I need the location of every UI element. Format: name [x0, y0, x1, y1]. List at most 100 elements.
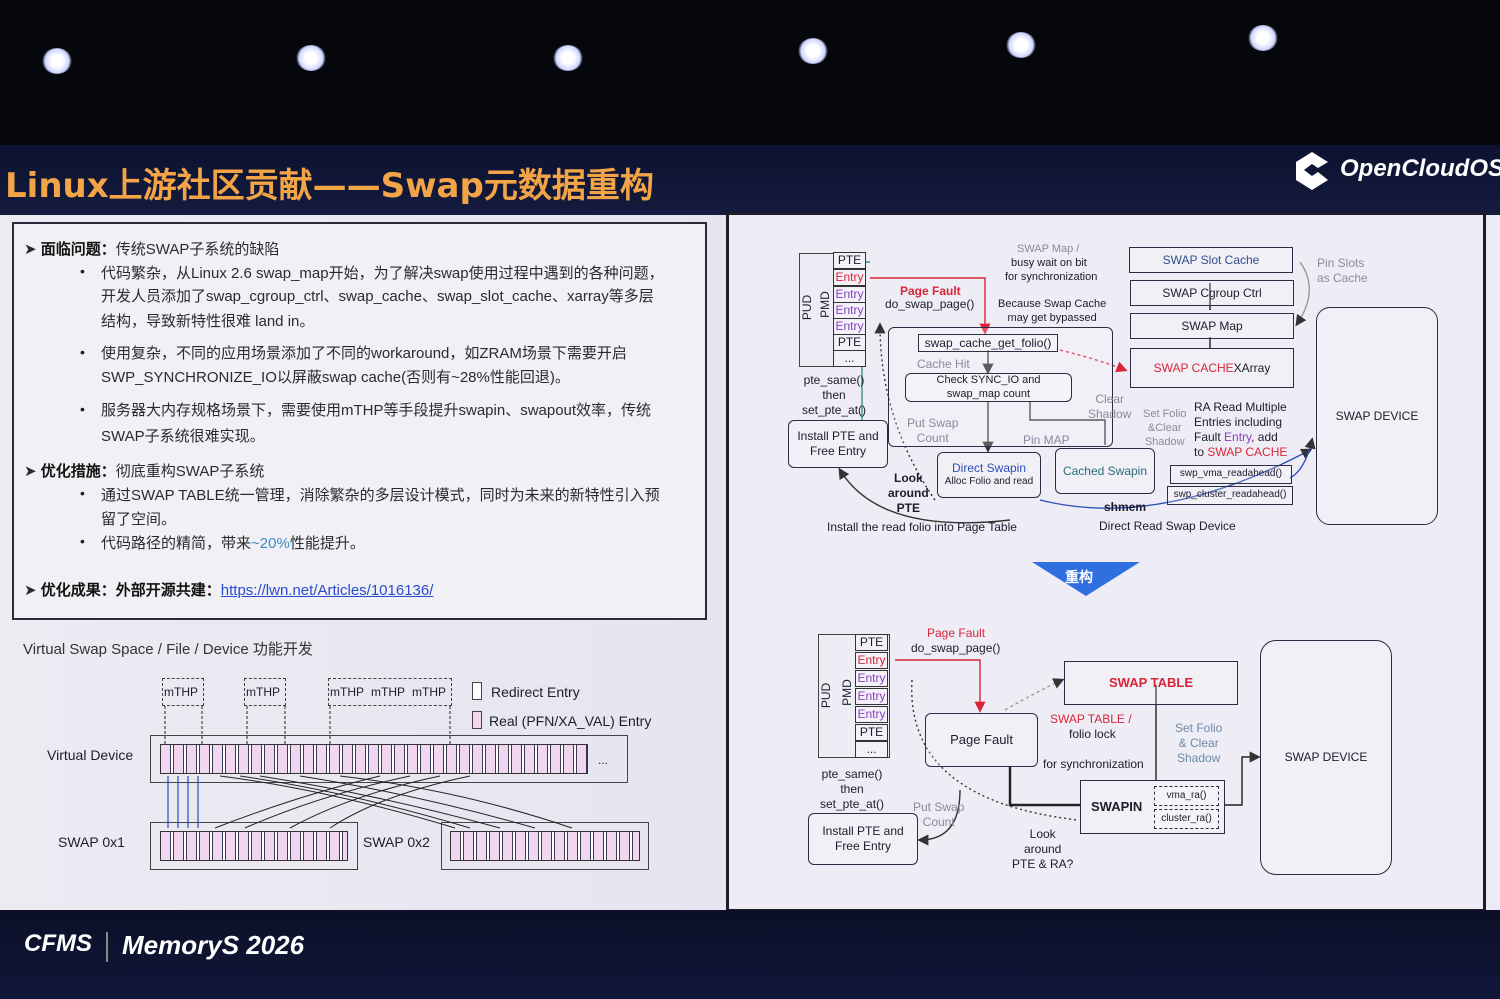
- swap-cache-text: SWAP CACHE: [1153, 360, 1234, 375]
- stage-light: [1248, 25, 1278, 51]
- swap-cache-lookup-group: [888, 327, 1113, 447]
- ra-line: Entry: [1224, 430, 1252, 444]
- legend-real-entry: Real (PFN/XA_VAL) Entry: [489, 713, 652, 729]
- measures-heading: 优化措施：: [40, 463, 116, 480]
- entry-cell: Entry: [855, 706, 888, 723]
- mthp-label: mTHP: [164, 685, 198, 699]
- title-bar: [0, 145, 1500, 215]
- pud-label: PUD: [800, 294, 815, 321]
- ellipsis: ...: [598, 753, 609, 767]
- entry-cell: Entry: [855, 652, 888, 669]
- alloc-folio-label: Alloc Folio and read: [944, 476, 1034, 488]
- stage-light: [1006, 32, 1036, 58]
- slide-title: Linux上游社区贡献——Swap元数据重构: [5, 166, 654, 206]
- swap-0x2-label: SWAP 0x2: [363, 834, 430, 850]
- ra-line: SWAP CACHE: [1207, 445, 1288, 459]
- legend-swatch-real: [472, 711, 482, 729]
- stage-light: [553, 45, 583, 71]
- install-read-note: Install the read folio into Page Table: [827, 520, 1017, 534]
- mthp-label: mTHP: [412, 685, 446, 699]
- page-fault-label: Page Fault: [900, 284, 961, 298]
- cached-swapin-box: Cached Swapin: [1055, 448, 1155, 494]
- ellipsis-cell: ...: [833, 350, 866, 367]
- direct-read-note: Direct Read Swap Device: [1099, 519, 1236, 533]
- swp-cluster-readahead-box: swp_cluster_readahead(): [1167, 486, 1293, 505]
- shmem-label: shmem: [1104, 500, 1147, 514]
- direct-swapin-title: Direct Swapin: [951, 461, 1027, 476]
- problem-2-line-1: 使用复杂，不同的应用场景添加了不同的workaround，如ZRAM场景下需要开…: [101, 345, 627, 362]
- entry-cell: Entry: [833, 302, 866, 319]
- problems-subtitle: 传统SWAP子系统的缺陷: [115, 241, 280, 258]
- problem-3-line-2: SWAP子系统很难实现。: [101, 428, 265, 445]
- swap-map-note: SWAP Map /: [1017, 243, 1080, 255]
- summary-text-box: [12, 222, 707, 620]
- stage-light: [296, 45, 326, 71]
- set-folio-label: Set Folio &Clear Shadow: [1143, 408, 1187, 448]
- for-sync-note: for synchronization: [1005, 271, 1098, 283]
- problem-1-line-2: 开发人员添加了swap_cgroup_ctrl、swap_cache、swap_…: [101, 288, 654, 305]
- vswap-mapping-arrows: [164, 706, 573, 829]
- swap-cache-get-folio-box: swap_cache_get_folio(): [918, 334, 1058, 352]
- swap-cache-xarray-box: SWAP CACHE XArray: [1130, 348, 1294, 388]
- cache-hit-label: Cache Hit: [917, 357, 970, 371]
- lwn-article-link[interactable]: https://lwn.net/Articles/1016136/: [220, 582, 434, 599]
- ra-line: Entries including: [1194, 415, 1283, 429]
- swap-slot-cache-box: SWAP Slot Cache: [1129, 247, 1293, 273]
- swap-0x1-entries: [160, 831, 348, 861]
- put-swap-count-label: Put Swap Count: [907, 416, 959, 445]
- page-fault-box: Page Fault: [925, 713, 1038, 767]
- legend-redirect-entry: Redirect Entry: [491, 684, 580, 700]
- check-sync-io-box: Check SYNC_IO and swap_map count: [905, 373, 1072, 402]
- cluster-ra-box: cluster_ra(): [1154, 809, 1219, 829]
- look-around-label: Look around PTE: [888, 471, 929, 515]
- pmd-label: PMD: [839, 679, 854, 706]
- entry-cell: Entry: [833, 286, 866, 303]
- entry-cell: Entry: [855, 670, 888, 687]
- ra-line: to: [1194, 445, 1208, 459]
- pte-same-note: pte_same() then set_pte_at(): [802, 373, 867, 417]
- problems-heading: 面临问题：: [40, 241, 116, 258]
- do-swap-page-label: do_swap_page(): [885, 297, 975, 311]
- cfms-logo: CFMS: [24, 930, 92, 957]
- problem-3-line-1: 服务器大内存规格场景下，需要使用mTHP等手段提升swapin、swapout效…: [101, 402, 652, 419]
- swap-device-new: SWAP DEVICE: [1260, 640, 1392, 875]
- problem-2-line-2: SWP_SYNCHRONIZE_IO以屏蔽swap cache(否则有~28%性…: [101, 369, 570, 386]
- memorys-logo: MemoryS 2026: [122, 930, 305, 960]
- page-fault-label: Page Fault: [927, 626, 986, 640]
- swap-0x1-label: SWAP 0x1: [58, 834, 125, 850]
- entry-cell: Entry: [833, 269, 866, 286]
- refactor-arrow-label: 重构: [1065, 569, 1093, 585]
- section-measures: ➤ 优化措施：彻底重构SWAP子系统: [24, 463, 265, 480]
- clear-shadow-label: Clear Shadow: [1088, 392, 1132, 421]
- vswap-title: Virtual Swap Space / File / Device 功能开发: [23, 641, 313, 658]
- do-swap-page-label: do_swap_page(): [911, 641, 1001, 655]
- bypass-note: Because Swap Cache may get bypassed: [998, 298, 1107, 324]
- swap-table-box: SWAP TABLE: [1064, 661, 1238, 705]
- set-folio-label: Set Folio & Clear Shadow: [1175, 721, 1223, 765]
- stage-light: [798, 38, 828, 64]
- legend-swatch-redirect: [472, 682, 482, 700]
- pin-slots-label: Pin Slots as Cache: [1317, 256, 1368, 285]
- measure-1-line-2: 留了空间。: [101, 511, 177, 528]
- xarray-text: XArray: [1233, 360, 1271, 375]
- put-swap-count-label: Put Swap Count: [913, 800, 965, 829]
- opencloudos-logo-text: OpenCloudOS: [1340, 155, 1500, 182]
- virtual-device-entries: [160, 744, 588, 774]
- section-results: ➤ 优化成果：外部开源共建：https://lwn.net/Articles/1…: [24, 582, 434, 599]
- footer-divider: [106, 932, 108, 962]
- for-sync-note: for synchronization: [1043, 757, 1144, 771]
- mthp-label: mTHP: [330, 685, 364, 699]
- pin-map-label: Pin MAP: [1023, 433, 1070, 447]
- footer-bar: [0, 910, 1500, 999]
- section-problems: ➤ 面临问题：传统SWAP子系统的缺陷: [24, 241, 280, 258]
- pte-cell: PTE: [833, 252, 866, 269]
- vma-ra-box: vma_ra(): [1154, 786, 1219, 806]
- swap-map-box: SWAP Map: [1130, 313, 1294, 339]
- pte-cell: PTE: [855, 724, 888, 741]
- look-around-label: Look around PTE & RA?: [1012, 827, 1074, 871]
- swap-device-old: SWAP DEVICE: [1316, 307, 1438, 525]
- virtual-device-label: Virtual Device: [47, 747, 134, 763]
- measures-subtitle: 彻底重构SWAP子系统: [115, 463, 265, 480]
